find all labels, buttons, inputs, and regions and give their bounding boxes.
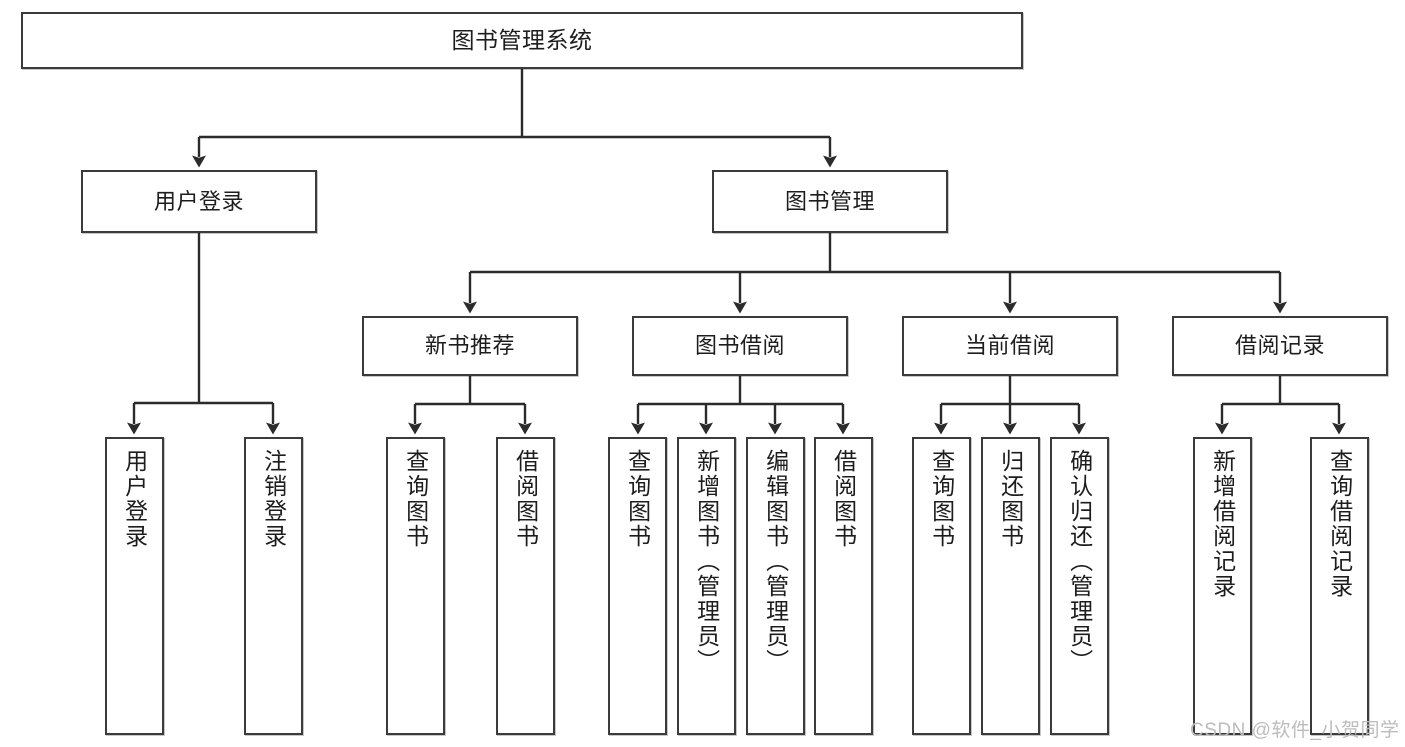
node-new-book-recommend[interactable]: 新书推荐 (362, 316, 578, 376)
leaf-borrow-borrow-book[interactable]: 借阅图书 (814, 437, 873, 735)
node-label: 新增图书（管理员） (693, 449, 720, 674)
node-label: 图书管理 (784, 188, 875, 214)
node-label: 归还图书 (997, 449, 1024, 549)
node-current-borrow[interactable]: 当前借阅 (902, 316, 1118, 376)
csdn-watermark: CSDN @软件_小贺同学 (1190, 720, 1400, 741)
leaf-record-query-record[interactable]: 查询借阅记录 (1310, 437, 1369, 735)
leaf-borrow-edit-book-admin[interactable]: 编辑图书（管理员） (746, 437, 805, 735)
node-label: 查询图书 (624, 449, 651, 549)
leaf-current-confirm-return-admin[interactable]: 确认归还（管理员） (1050, 437, 1109, 735)
node-label: 查询借阅记录 (1326, 449, 1353, 599)
node-label: 新增借阅记录 (1209, 449, 1236, 599)
leaf-current-query-book[interactable]: 查询图书 (912, 437, 971, 735)
node-book-management[interactable]: 图书管理 (712, 170, 948, 233)
node-label: 图书借阅 (694, 333, 785, 359)
node-book-borrow[interactable]: 图书借阅 (632, 316, 848, 376)
node-label: 借阅图书 (830, 449, 857, 549)
node-label: 图书管理系统 (451, 26, 593, 53)
leaf-recommend-query-book[interactable]: 查询图书 (386, 437, 445, 735)
node-label: 确认归还（管理员） (1066, 449, 1093, 674)
node-label: 编辑图书（管理员） (762, 449, 789, 674)
node-label: 当前借阅 (964, 333, 1055, 359)
leaf-user-login-signin[interactable]: 用户登录 (105, 437, 164, 735)
node-user-login[interactable]: 用户登录 (81, 170, 317, 233)
node-label: 借阅图书 (512, 449, 539, 549)
leaf-user-login-signout[interactable]: 注销登录 (244, 437, 303, 735)
node-label: 注销登录 (260, 449, 287, 549)
leaf-record-add-record[interactable]: 新增借阅记录 (1193, 437, 1252, 735)
leaf-current-return-book[interactable]: 归还图书 (981, 437, 1040, 735)
node-label: 新书推荐 (424, 333, 515, 359)
node-borrow-record[interactable]: 借阅记录 (1172, 316, 1388, 376)
leaf-borrow-query-book[interactable]: 查询图书 (608, 437, 667, 735)
leaf-recommend-borrow-book[interactable]: 借阅图书 (496, 437, 555, 735)
node-label: 用户登录 (121, 449, 148, 549)
leaf-borrow-add-book-admin[interactable]: 新增图书（管理员） (677, 437, 736, 735)
node-label: 查询图书 (402, 449, 429, 549)
node-label: 用户登录 (153, 188, 244, 214)
node-root-system[interactable]: 图书管理系统 (21, 12, 1023, 69)
node-label: 借阅记录 (1234, 333, 1325, 359)
node-label: 查询图书 (928, 449, 955, 549)
